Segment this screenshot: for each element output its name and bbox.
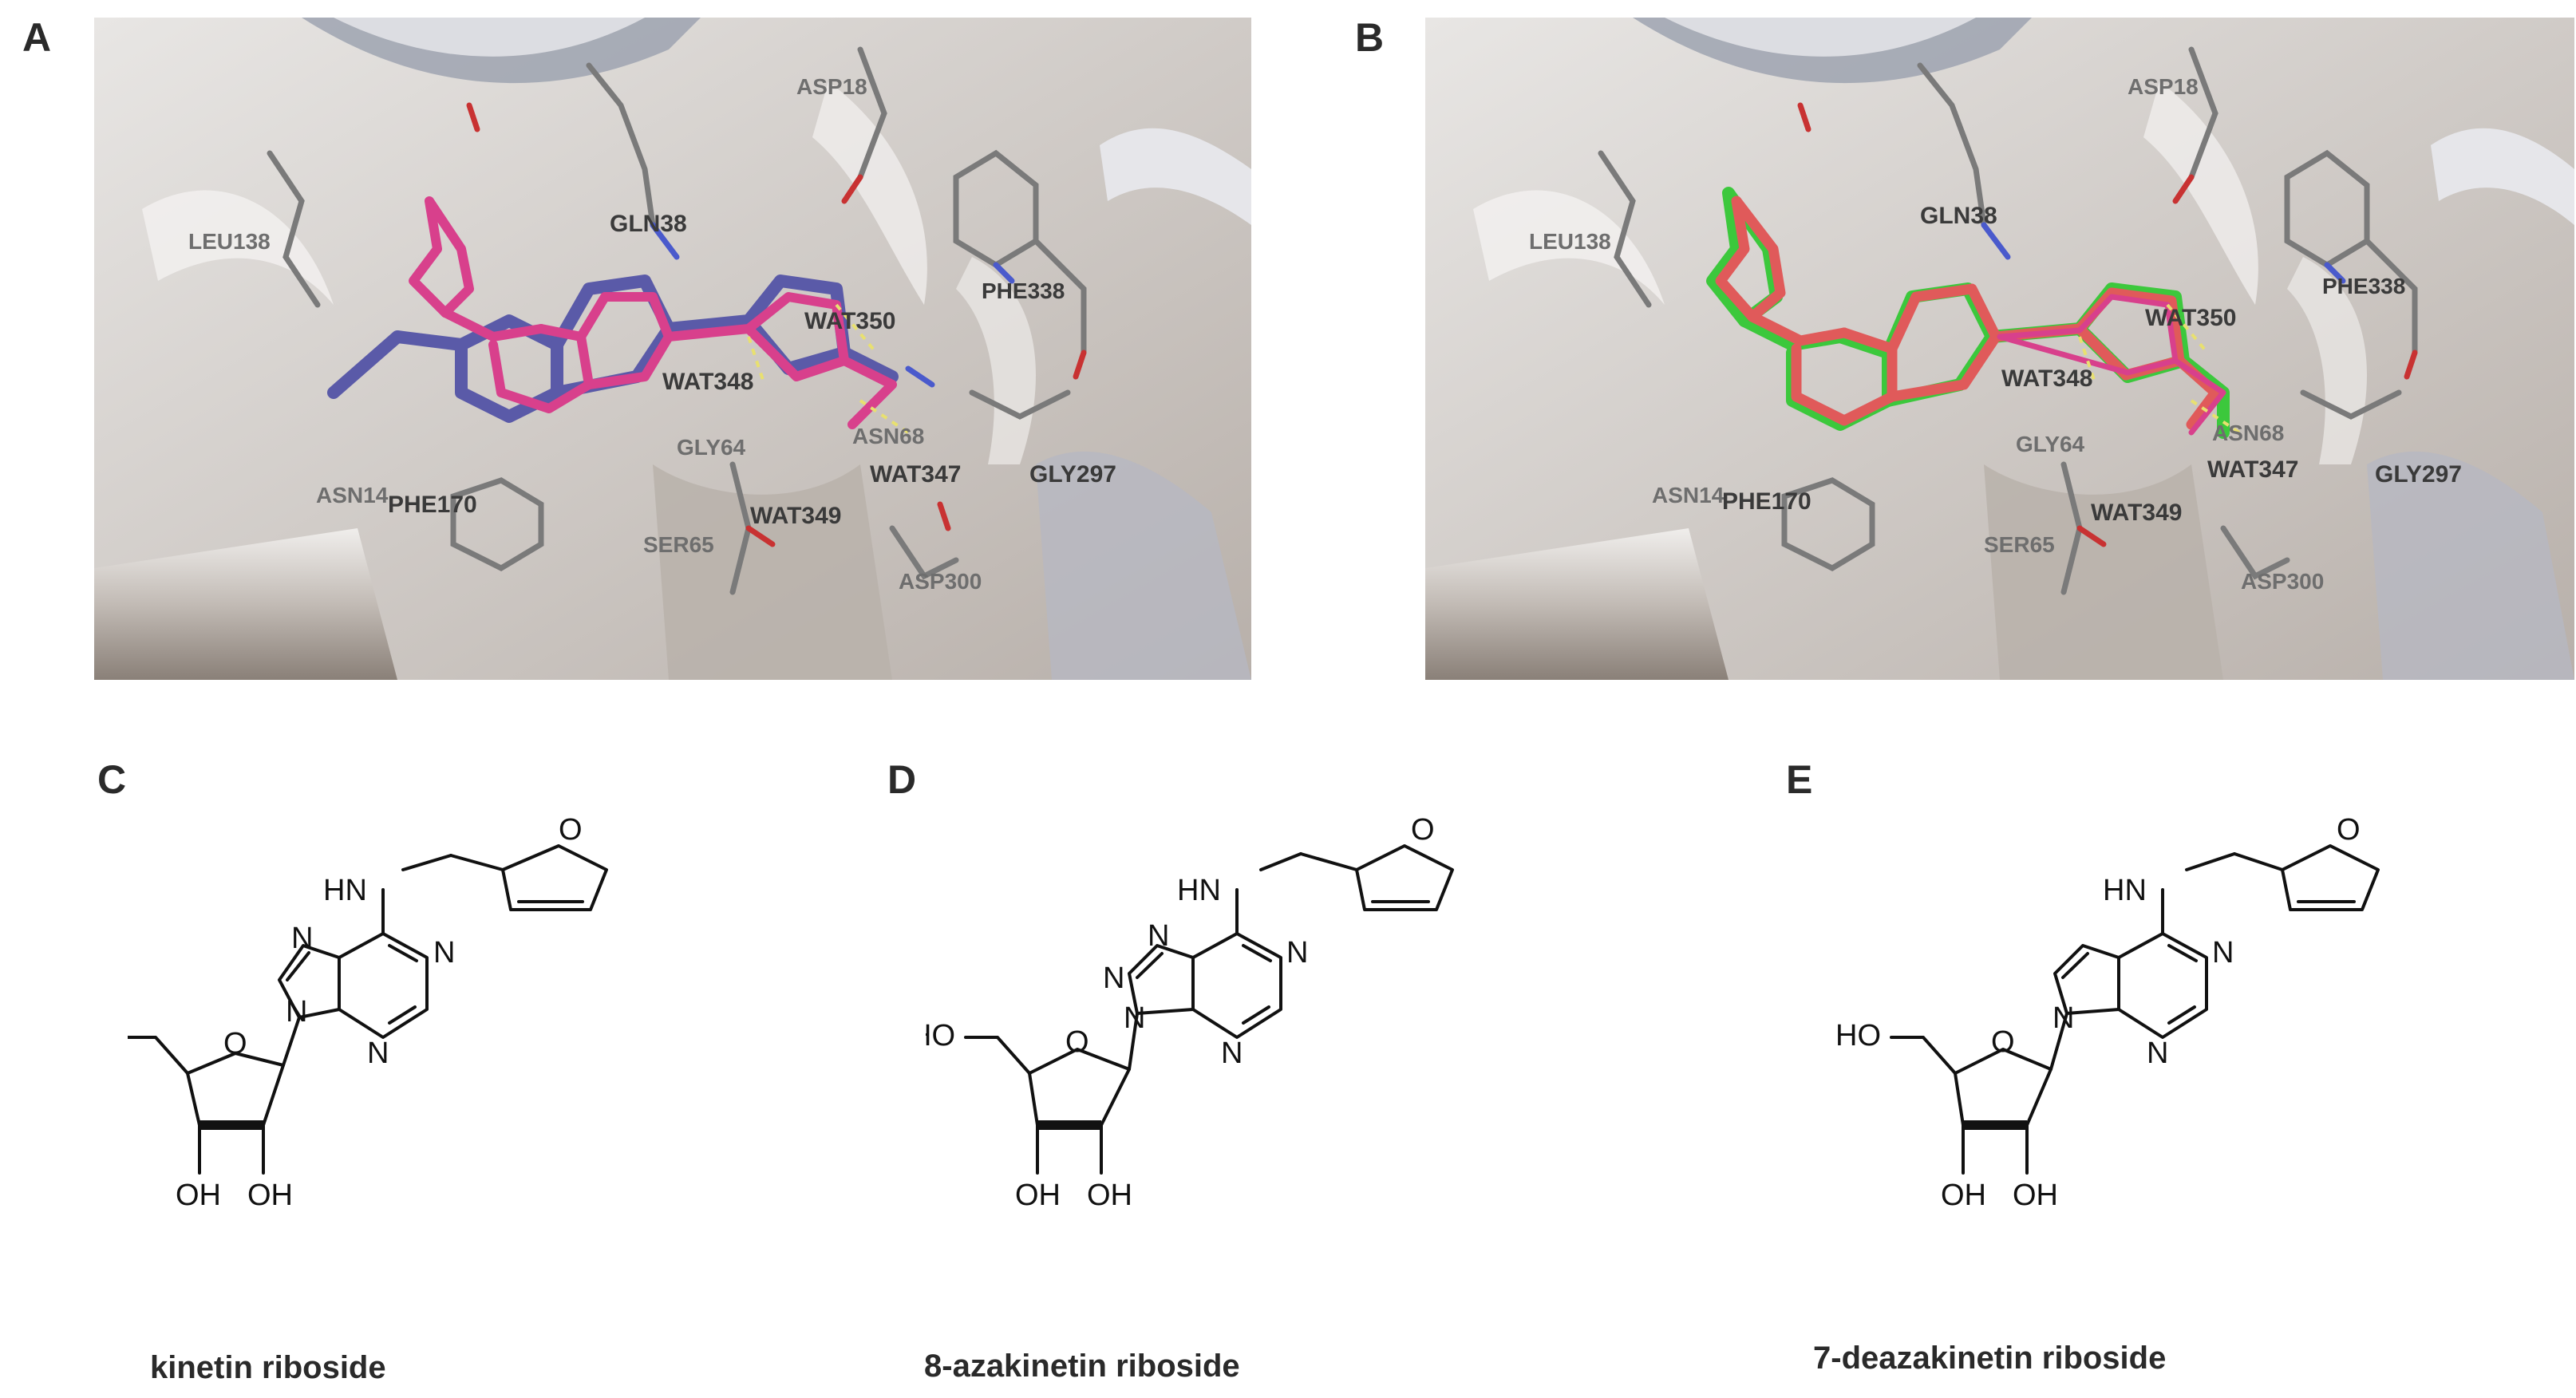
atom-o-furan: O [1411,813,1435,847]
label-gly64: GLY64 [2016,432,2085,456]
label-phe338: PHE338 [982,278,1065,303]
label-asn14: ASN14 [1652,483,1725,507]
structure-kinetin-riboside: O HN N N N N O HO OH OH [128,813,608,1212]
atom-ho: HO [926,1019,955,1052]
docking-render-a: ASP18 LEU138 GLN38 PHE338 WAT350 WAT348 … [94,18,1251,680]
label-wat347: WAT347 [2207,456,2298,483]
label-gly297: GLY297 [2375,461,2462,488]
atom-n1: N [1286,936,1308,970]
atom-n3: N [1221,1037,1243,1070]
atom-o-ribose: O [223,1027,247,1060]
label-ser65: SER65 [1984,532,2055,557]
label-wat350: WAT350 [2145,305,2236,331]
label-asn68: ASN68 [852,424,924,448]
label-ser65: SER65 [643,532,714,557]
atom-ho: HO [1835,1019,1881,1052]
caption-8-azakinetin-riboside: 8-azakinetin riboside [924,1349,1240,1384]
caption-kinetin-riboside: kinetin riboside [150,1350,386,1385]
panel-label-b: B [1355,15,1385,60]
panel-label-a: A [22,15,52,60]
label-wat348: WAT348 [2001,365,2092,392]
panel-label-e: E [1786,757,1813,802]
label-wat349: WAT349 [750,503,841,529]
atom-o-furan: O [2337,813,2361,847]
label-asp300: ASP300 [2241,569,2324,594]
atom-n9: N [1124,1001,1145,1035]
label-phe170: PHE170 [1722,488,1811,515]
atom-hn: HN [2103,874,2147,907]
atom-oh-2: OH [176,1179,221,1212]
atom-o-ribose: O [1065,1025,1089,1059]
atom-hn: HN [323,874,367,907]
label-gln38: GLN38 [610,211,687,237]
label-gln38: GLN38 [1920,203,1997,229]
panel-label-d: D [887,757,917,802]
atom-n3: N [367,1037,389,1070]
atom-n8: N [1103,962,1124,995]
atom-o-ribose: O [1991,1025,2015,1059]
label-wat350: WAT350 [804,308,895,334]
atom-n9: N [2053,1001,2074,1035]
label-leu138: LEU138 [188,229,271,254]
caption-7-deazakinetin-riboside: 7-deazakinetin riboside [1813,1341,2167,1376]
label-phe170: PHE170 [388,492,477,518]
atom-oh-3: OH [247,1179,293,1212]
label-wat347: WAT347 [870,461,961,488]
atom-hn: HN [1177,874,1221,907]
panel-label-c: C [97,757,127,802]
label-asn68: ASN68 [2212,421,2284,445]
structure-7-deazakinetin-riboside: O HN N N N O HO OH OH [1835,813,2380,1212]
label-gly64: GLY64 [677,435,746,460]
label-wat348: WAT348 [662,369,753,395]
label-leu138: LEU138 [1529,229,1611,254]
structure-8-azakinetin-riboside: O HN N N N N N O HO OH OH [926,813,1454,1212]
label-asp18: ASP18 [796,74,867,99]
atom-oh-2: OH [1015,1179,1061,1212]
atom-oh-3: OH [2013,1179,2058,1212]
atom-n9: N [286,995,307,1029]
label-asp300: ASP300 [899,569,982,594]
label-asn14: ASN14 [316,483,389,507]
label-phe338: PHE338 [2322,274,2405,298]
atom-n7: N [1148,919,1169,953]
label-wat349: WAT349 [2091,500,2182,526]
atom-oh-2: OH [1941,1179,1986,1212]
label-asp18: ASP18 [2128,74,2199,99]
atom-oh-3: OH [1087,1179,1132,1212]
atom-o-furan: O [559,813,583,847]
atom-n7: N [291,922,313,955]
atom-n1: N [2212,936,2234,970]
atom-n3: N [2147,1037,2168,1070]
atom-n1: N [433,936,455,970]
label-gly297: GLY297 [1029,461,1116,488]
docking-render-b: ASP18 LEU138 GLN38 PHE338 WAT350 WAT348 … [1425,18,2574,680]
